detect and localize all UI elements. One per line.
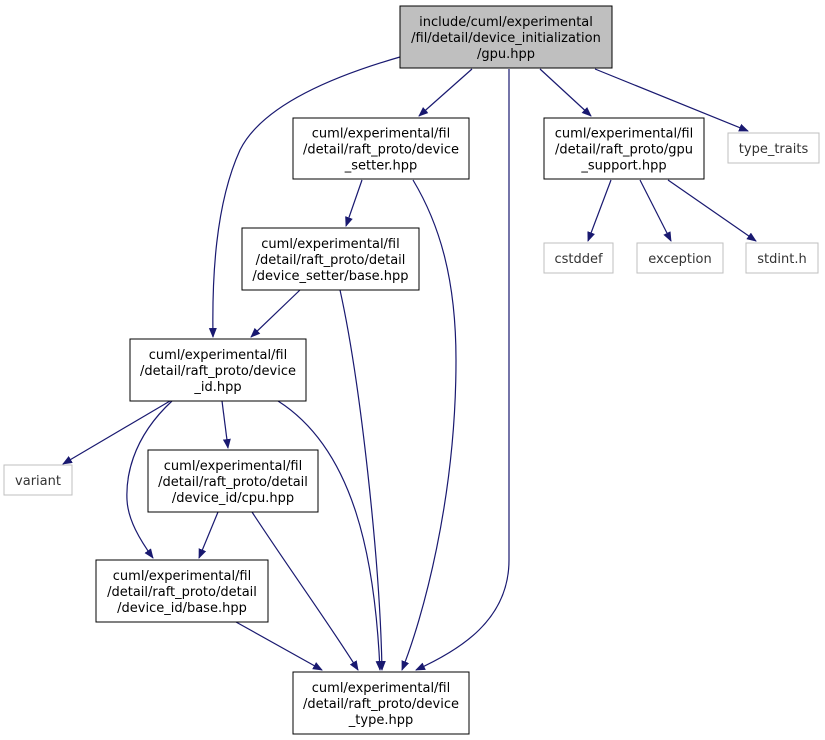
- node-label-line: variant: [15, 474, 61, 489]
- node-box: [292, 671, 470, 735]
- edge-gpu-support-hpp-to-cstddef: [587, 179, 612, 242]
- edge-gpu-hpp-to-device-id-hpp: [208, 56, 401, 338]
- node-box: [3, 464, 73, 496]
- node-label-line: cuml/experimental/fil: [555, 127, 693, 142]
- node-label-line: cuml/experimental/fil: [261, 237, 399, 252]
- edge-id-base-hpp-to-device-type-hpp: [235, 621, 323, 671]
- edge-gpu-hpp-to-device-type-hpp: [415, 68, 510, 671]
- node-label-line: /detail/raft_proto/device: [303, 143, 459, 158]
- node-device-type-hpp[interactable]: cuml/experimental/fil/detail/raft_proto/…: [292, 671, 470, 735]
- node-gpu-support-hpp[interactable]: cuml/experimental/fil/detail/raft_proto/…: [543, 117, 705, 180]
- node-label-line: /fil/detail/device_initialization: [411, 31, 601, 46]
- node-box: [543, 117, 705, 180]
- edge-gpu-hpp-to-gpu-support-hpp: [539, 68, 592, 117]
- node-label-line: _type.hpp: [348, 713, 413, 728]
- edges-layer: [62, 56, 757, 671]
- node-device-id-hpp[interactable]: cuml/experimental/fil/detail/raft_proto/…: [129, 338, 307, 402]
- node-variant: variant: [3, 464, 73, 496]
- node-label-line: stdint.h: [757, 252, 806, 267]
- node-label-line: /detail/raft_proto/detail: [158, 475, 308, 490]
- edge-id-cpu-hpp-to-id-base-hpp: [198, 511, 219, 559]
- edge-device-setter-hpp-to-device-type-hpp: [401, 179, 457, 671]
- node-box: [147, 449, 319, 513]
- node-label-line: include/cuml/experimental: [419, 15, 593, 30]
- node-label-line: cuml/experimental/fil: [113, 569, 251, 584]
- node-label-line: /detail/raft_proto/device: [140, 364, 296, 379]
- edge-id-cpu-hpp-to-device-type-hpp: [251, 511, 359, 671]
- edge-gpu-hpp-to-device-setter-hpp: [418, 68, 473, 117]
- edge-device-setter-hpp-to-setter-base-hpp: [345, 179, 363, 227]
- node-box: [727, 132, 820, 164]
- edge-gpu-hpp-to-type-traits: [594, 68, 749, 132]
- node-label-line: cstddef: [554, 252, 603, 267]
- node-box: [129, 338, 307, 402]
- node-label-line: /device_id/base.hpp: [117, 601, 247, 616]
- node-box: [292, 117, 470, 180]
- nodes-layer: include/cuml/experimental/fil/detail/dev…: [3, 5, 820, 735]
- node-label-line: /device_id/cpu.hpp: [172, 491, 294, 506]
- node-label-line: /detail/raft_proto/detail: [107, 585, 257, 600]
- node-label-line: cuml/experimental/fil: [312, 127, 450, 142]
- edge-device-id-hpp-to-id-cpu-hpp: [221, 400, 231, 449]
- node-exception: exception: [636, 242, 724, 274]
- node-box: [95, 559, 269, 623]
- node-setter-base-hpp[interactable]: cuml/experimental/fil/detail/raft_proto/…: [241, 227, 420, 291]
- edge-setter-base-hpp-to-device-type-hpp: [339, 289, 386, 671]
- node-label-line: _support.hpp: [580, 159, 666, 174]
- node-label-line: /detail/raft_proto/detail: [256, 253, 406, 268]
- edge-setter-base-hpp-to-device-id-hpp: [250, 289, 301, 338]
- node-label-line: /detail/raft_proto/gpu: [555, 143, 693, 158]
- node-id-cpu-hpp[interactable]: cuml/experimental/fil/detail/raft_proto/…: [147, 449, 319, 513]
- node-box: [241, 227, 420, 291]
- node-label-line: _setter.hpp: [344, 159, 418, 174]
- edge-gpu-support-hpp-to-exception: [639, 179, 672, 242]
- node-device-setter-hpp[interactable]: cuml/experimental/fil/detail/raft_proto/…: [292, 117, 470, 180]
- node-label-line: /detail/raft_proto/device: [303, 697, 459, 712]
- edge-device-id-hpp-to-id-base-hpp: [126, 400, 173, 559]
- edge-device-id-hpp-to-variant: [62, 400, 171, 465]
- node-stdint-h: stdint.h: [745, 242, 819, 274]
- edge-device-id-hpp-to-device-type-hpp: [277, 400, 384, 671]
- node-label-line: cuml/experimental/fil: [164, 459, 302, 474]
- node-box: [745, 242, 819, 274]
- node-label-line: type_traits: [739, 142, 809, 157]
- node-id-base-hpp[interactable]: cuml/experimental/fil/detail/raft_proto/…: [95, 559, 269, 623]
- node-cstddef: cstddef: [543, 242, 614, 274]
- node-box: [399, 5, 613, 69]
- node-label-line: _id.hpp: [193, 380, 241, 395]
- node-gpu-hpp[interactable]: include/cuml/experimental/fil/detail/dev…: [399, 5, 613, 69]
- node-label-line: /gpu.hpp: [477, 47, 535, 62]
- node-label-line: exception: [648, 252, 712, 267]
- edge-gpu-support-hpp-to-stdint-h: [667, 179, 757, 242]
- node-label-line: cuml/experimental/fil: [312, 681, 450, 696]
- node-box: [636, 242, 724, 274]
- node-type-traits: type_traits: [727, 132, 820, 164]
- node-label-line: cuml/experimental/fil: [149, 348, 287, 363]
- node-box: [543, 242, 614, 274]
- node-label-line: /device_setter/base.hpp: [252, 269, 408, 284]
